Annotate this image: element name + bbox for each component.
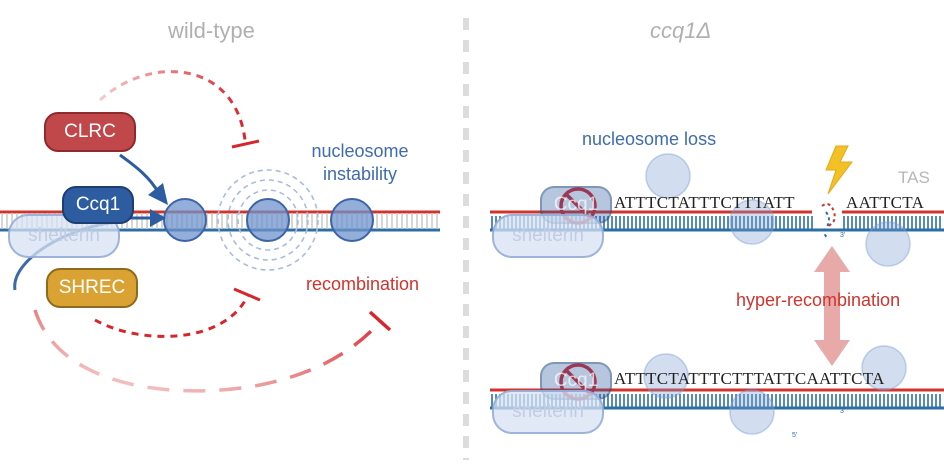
inhibition-arrow-icon [94, 287, 261, 338]
nucleosome [163, 198, 207, 242]
three-prime-mark: 3' [840, 232, 846, 239]
panel-title-wildtype: wild-type [168, 18, 255, 43]
nucleosome [729, 199, 775, 245]
lightning-bolt-icon [825, 145, 853, 195]
nucleosome-instability-label: nucleosome instability [311, 141, 409, 184]
tas-sequence-top: ATTTCTATTTCTTTATT [614, 193, 795, 212]
nucleosome [729, 389, 775, 435]
nucleosome [330, 198, 374, 242]
shelterin-complex: shelterin [8, 214, 120, 258]
inhibition-arrow-icon [33, 309, 392, 393]
shelterin-complex: shelterin [492, 390, 604, 434]
nucleosomes-wildtype [163, 198, 374, 242]
hyper-recombination-label: hyper-recombination [736, 290, 901, 310]
recombination-label: recombination [306, 274, 420, 294]
nucleosome [861, 345, 907, 391]
nucleosome-loss-label: nucleosome loss [582, 129, 717, 149]
nucleosome [246, 198, 290, 242]
clrc-complex: CLRC [44, 112, 136, 152]
nucleosome [643, 353, 689, 399]
three-prime-mark: 3' [840, 408, 846, 415]
instability-ripples [217, 169, 319, 271]
five-prime-mark: 5' [792, 432, 798, 439]
nucleosome [865, 221, 911, 267]
tas-sequence-bottom: ATTTCTATTTCTTTATTCAATTCTA [614, 369, 885, 388]
shelterin-complex: shelterin [492, 214, 604, 258]
nucleosomes-lost [643, 153, 911, 435]
ccq1-protein: Ccq1 [62, 186, 134, 224]
dna-break [821, 203, 836, 239]
inhibition-arrow-icon [98, 70, 260, 149]
nucleosome [645, 153, 691, 199]
shrec-complex: SHREC [46, 268, 138, 308]
tas-sequence-top-after-break: AATTCTA [846, 193, 925, 212]
panel-title-ccq1-deletion: ccq1Δ [650, 18, 712, 43]
tas-label: TAS [898, 168, 930, 187]
double-arrow-icon [814, 246, 850, 366]
